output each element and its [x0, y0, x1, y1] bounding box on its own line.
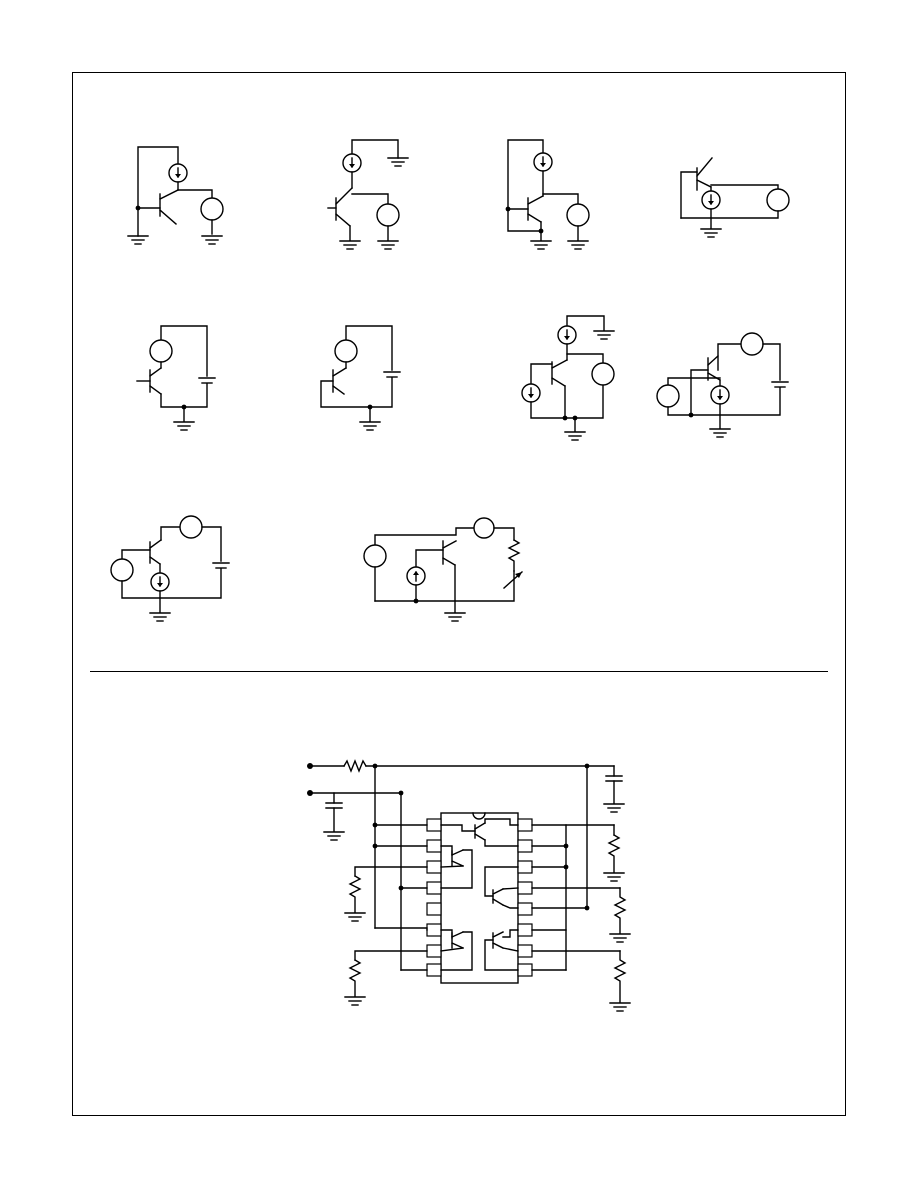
test-circuit-3 — [505, 139, 590, 250]
test-circuit-4 — [680, 157, 790, 238]
test-circuit-8 — [656, 332, 789, 438]
test-circuit-9 — [110, 515, 230, 622]
test-circuit-10 — [363, 517, 523, 622]
application-schematic — [307, 759, 631, 1012]
test-circuit-6 — [320, 325, 401, 431]
section-divider — [90, 671, 828, 672]
test-circuit-5 — [136, 325, 216, 431]
test-circuit-7 — [521, 315, 615, 441]
test-circuit-2 — [327, 139, 409, 250]
test-circuit-1 — [127, 146, 224, 245]
ic-package — [440, 812, 519, 984]
page-frame — [72, 72, 846, 1116]
